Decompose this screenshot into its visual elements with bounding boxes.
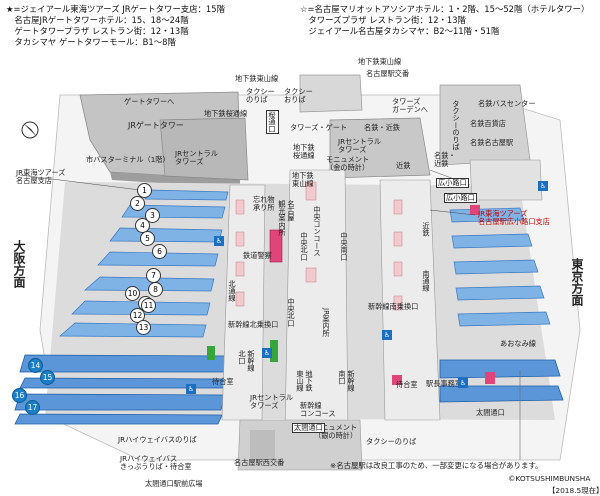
station-office-label: 駅長事務室	[426, 379, 462, 388]
shinkansen-south-transfer-label: 新幹線南乗換口	[368, 302, 419, 311]
central-concourse-label: 中央コンコース	[313, 206, 322, 257]
jr-central-towers-label: JRセントラル タワーズ	[175, 149, 219, 166]
legend-line: 名古屋JRゲートタワーホテル：15、18〜24階	[6, 15, 189, 25]
taxi-dropoff-label: タクシー おりば	[284, 87, 313, 104]
platform-number: 10	[125, 286, 140, 301]
tourist-info-label: 名古屋 観光案内所	[278, 200, 296, 236]
platform-number: 16	[12, 388, 27, 403]
highway-bus-label: JRハイウェイバスのりば	[118, 435, 197, 444]
meitetsu-station-label: 名鉄名古屋駅	[470, 138, 514, 147]
waiting-room-label: 待合室	[396, 380, 418, 389]
silver-clock-monument-label: モニュメント （銀の時計）	[314, 423, 358, 440]
bus-terminal-label: 市バスターミナル（1階）	[86, 155, 170, 164]
subway-higashiyama-label: 地下鉄 東山線	[296, 370, 314, 392]
platform-number: 15	[40, 370, 55, 385]
date-text: 【2018.5現在】	[548, 486, 600, 495]
legend-line: タカシマヤ ゲートタワーモール：B1〜8階	[6, 37, 176, 47]
west-direction-label: 大阪方面	[12, 240, 26, 288]
waiting-room-label: 待合室	[212, 377, 234, 386]
jr-gate-tower-label: JRゲートタワー	[128, 121, 184, 130]
wheelchair-icon: ♿	[538, 181, 548, 191]
wheelchair-icon: ♿	[214, 236, 224, 246]
taxi-pickup-label: タクシー のりば	[246, 87, 275, 104]
shinkansen-north-gate-label: 新幹線 北口	[238, 350, 256, 372]
platform-number: 17	[25, 400, 40, 415]
lost-found-label: 忘れ物 承り所	[253, 195, 275, 212]
shinkansen-south-gate-label: 新幹線 南口	[338, 370, 356, 392]
police-box-label: 名古屋駅交番	[366, 69, 410, 78]
north-arrow-icon	[21, 121, 39, 139]
legend-gate-tower: ★=ジェイアール東海ツアーズ JRゲートタワー支店：15階 名古屋JRゲートタワ…	[6, 4, 225, 48]
kintetsu-label: 近鉄	[396, 161, 411, 170]
subway-higashiyama-label: 地下鉄東山線	[358, 57, 402, 66]
platform-number: 11	[141, 298, 156, 313]
central-north-gate-label: 中央北口	[300, 232, 309, 261]
copyright-text: ©KOTSUSHIMBUNSHA	[508, 474, 591, 483]
subway-sakuradori-label: 地下鉄 桜通線	[293, 143, 315, 160]
central-south-gate-label: 中央南口	[340, 232, 349, 261]
meitetsu-bus-center-label: 名鉄バスセンター	[478, 99, 536, 108]
railway-police-label: 鉄道警察	[243, 251, 272, 260]
subway-higashiyama-label: 地下鉄 東山線	[292, 171, 314, 188]
jr-central-towers-label: JRセントラル タワーズ	[250, 393, 294, 410]
legend-line: ジェイアール名古屋タカシマヤ：B2〜11階・51階	[300, 26, 500, 36]
towers-garden-label: タワーズ ガーデンへ	[392, 97, 428, 114]
wheelchair-icon: ♿	[262, 348, 272, 358]
hirokoji-gate-label: 広小路口	[436, 178, 469, 188]
platform-number: 6	[152, 244, 167, 259]
gold-clock-monument-label: モニュメント （金の時計）	[326, 155, 370, 172]
taxi-pickup-label: タクシーのりば	[452, 100, 461, 151]
legend-line: ☆=名古屋マリオットアソシアホテル：1・2階、15〜52階（ホテルタワー）	[300, 4, 590, 14]
shinkansen-concourse-label: 新幹線 コンコース	[300, 401, 336, 418]
towers-gate-label: タワーズ・ゲート	[290, 123, 348, 132]
meitetsu-kintetsu-label: 名鉄・ 近鉄	[434, 151, 456, 168]
platform-number: 5	[140, 231, 155, 246]
highway-bus-ticket-label: JRハイウェイバス きっぷうりば・待合室	[120, 454, 192, 471]
legend-line: ゲートタワープラザ レストラン街：12・13階	[6, 26, 189, 36]
platform-number: 1	[137, 183, 152, 198]
jr-info-label: JR案内所	[322, 308, 331, 337]
gate-tower-arrow-label: ゲートタワーへ	[124, 97, 175, 106]
station-square-label: 太閤通口駅前広場	[145, 479, 203, 488]
jr-tokai-tours-label: JR東海ツアーズ 名古屋支店	[16, 168, 66, 185]
east-direction-label: 東京方面	[570, 258, 584, 306]
shinkansen-north-transfer-label: 新幹線北乗換口	[228, 320, 279, 329]
jr-tokai-tours-label: JR東海ツアーズ 名古屋駅広小路口支店	[478, 209, 550, 226]
platform-number: 8	[148, 282, 163, 297]
platform-number: 7	[146, 268, 161, 283]
subway-sakuradori-label: 地下鉄桜通線	[204, 109, 248, 118]
aonami-line-label: あおなみ線	[500, 339, 536, 348]
police-box-label: 名古屋駅西交番	[234, 458, 285, 467]
taiko-gate-label: 太閤通口	[476, 408, 505, 417]
platform-number: 14	[28, 358, 43, 373]
meitetsu-dept-label: 名鉄百貨店	[470, 119, 506, 128]
legend-line: ★=ジェイアール東海ツアーズ JRゲートタワー支店：15階	[6, 4, 225, 14]
jr-central-towers-label: JRセントラル タワーズ	[338, 137, 382, 154]
kita-dori-label: 北通線	[228, 280, 237, 302]
kintetsu-label: 近鉄	[422, 222, 431, 237]
platform-number: 2	[130, 196, 145, 211]
wheelchair-icon: ♿	[186, 384, 196, 394]
platform-number: 3	[145, 208, 160, 223]
minami-dori-label: 南通線	[422, 270, 431, 292]
subway-higashiyama-label: 地下鉄東山線	[235, 74, 279, 83]
sakuradori-gate-label: 桜通口	[266, 110, 279, 134]
central-north-gate-label: 中央北口	[287, 298, 296, 327]
note-text: ※名古屋駅は改良工事のため、一部変更になる場合があります。	[330, 461, 543, 470]
meitetsu-kintetsu-label: 名鉄・近鉄	[364, 123, 400, 132]
legend-towers: ☆=名古屋マリオットアソシアホテル：1・2階、15〜52階（ホテルタワー） タワ…	[300, 4, 589, 37]
hirokoji-gate-label: 広小路口	[444, 193, 477, 203]
taiko-gate-label: 太閤通口	[292, 423, 325, 433]
legend-line: タワーズプラザ レストラン街：12・13階	[300, 15, 466, 25]
wheelchair-icon: ♿	[382, 330, 392, 340]
wheelchair-icon: ♿	[458, 378, 468, 388]
taxi-pickup-label: タクシーのりば	[366, 437, 417, 446]
platform-number: 13	[136, 320, 151, 335]
